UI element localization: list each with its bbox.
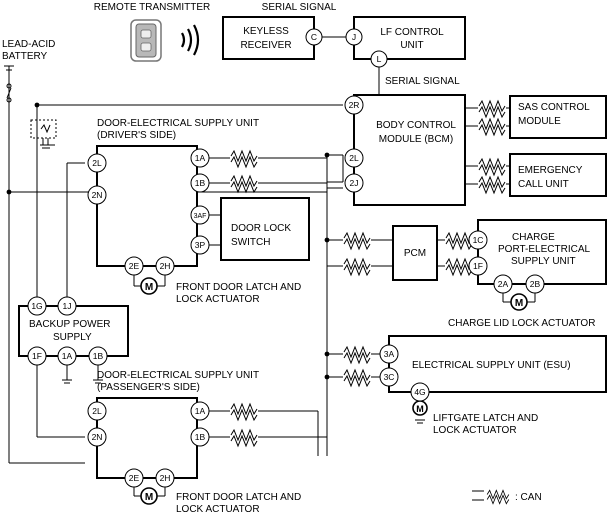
passenger-unit-label-1: DOOR-ELECTRICAL SUPPLY UNIT <box>97 370 259 381</box>
wiring <box>4 36 536 497</box>
lf-control-unit-box <box>353 16 466 60</box>
svg-text:1A: 1A <box>195 406 206 416</box>
svg-text:C: C <box>311 32 317 42</box>
passenger-door-motor-icon: M <box>140 487 158 505</box>
sas-label-1: SAS CONTROL <box>518 102 590 113</box>
backup-label-1: BACKUP POWER <box>29 319 111 330</box>
svg-text:2N: 2N <box>92 432 103 442</box>
lf-label-2: UNIT <box>400 40 423 51</box>
svg-text:2E: 2E <box>129 473 140 483</box>
svg-text:1F: 1F <box>32 351 42 361</box>
svg-text:1B: 1B <box>195 178 206 188</box>
charge-lid-motor-icon: M <box>510 293 528 311</box>
svg-text:M: M <box>416 404 424 414</box>
sas-control-module-box <box>509 95 607 139</box>
ecall-label-1: EMERGENCY <box>518 165 583 176</box>
door-lock-label-2: SWITCH <box>231 237 270 248</box>
charge-lid-label: CHARGE LID LOCK ACTUATOR <box>448 318 595 329</box>
lf-label-1: LF CONTROL <box>380 27 444 38</box>
emergency-call-unit-box <box>509 153 607 197</box>
charge-port-unit-box <box>477 219 607 285</box>
svg-text:2H: 2H <box>160 473 171 483</box>
svg-text:2N: 2N <box>92 190 103 200</box>
svg-text:2E: 2E <box>129 261 140 271</box>
svg-text:2H: 2H <box>160 261 171 271</box>
junction-dots <box>6 102 330 380</box>
front-door-latch-1-label-1: FRONT DOOR LATCH AND <box>176 282 301 293</box>
battery-label-1: LEAD-ACID <box>2 39 55 50</box>
driver-door-unit-box <box>96 145 198 267</box>
connector-pins: C J L 2R 2L 2J 2L 2N 1A 1B 3AF 3P 2E 2H … <box>27 28 545 488</box>
keyless-label-1: KEYLESS <box>243 26 289 37</box>
signal-waves-icon <box>181 24 200 56</box>
charge-label-3: SUPPLY UNIT <box>511 256 576 267</box>
driver-unit-label-2: (DRIVER'S SIDE) <box>97 130 176 141</box>
keyless-label-2: RECEIVER <box>240 40 291 51</box>
backup-label-2: SUPPLY <box>53 332 92 343</box>
svg-text:3P: 3P <box>195 240 206 250</box>
pcm-box <box>392 225 438 281</box>
svg-text:J: J <box>352 32 356 42</box>
svg-text:1C: 1C <box>473 235 484 245</box>
charge-label-2: PORT-ELECTRICAL <box>498 244 590 255</box>
esu-box <box>388 335 607 393</box>
svg-text:3A: 3A <box>384 349 395 359</box>
svg-text:2R: 2R <box>349 100 360 110</box>
remote-transmitter-icon <box>130 19 162 62</box>
esu-label: ELECTRICAL SUPPLY UNIT (ESU) <box>412 360 571 371</box>
passenger-unit-label-2: (PASSENGER'S SIDE) <box>97 382 200 393</box>
liftgate-label-1: LIFTGATE LATCH AND <box>433 413 538 424</box>
door-lock-switch-box <box>220 197 310 261</box>
legend-label: : CAN <box>515 492 542 503</box>
svg-text:2L: 2L <box>349 153 359 163</box>
svg-text:1B: 1B <box>195 432 206 442</box>
ecall-label-2: CALL UNIT <box>518 179 569 190</box>
serial-signal-top: SERIAL SIGNAL <box>262 2 337 13</box>
bcm-label-2: MODULE (BCM) <box>379 134 453 145</box>
passenger-door-unit-box <box>96 397 198 479</box>
svg-text:2L: 2L <box>92 406 102 416</box>
svg-text:2J: 2J <box>350 178 359 188</box>
bcm-label-1: BODY CONTROL <box>376 120 456 131</box>
liftgate-motor-icon: M <box>412 400 428 416</box>
can-legend: : CAN <box>472 489 542 505</box>
serial-signal-mid: SERIAL SIGNAL <box>385 76 460 87</box>
pcm-label: PCM <box>404 248 426 259</box>
charge-label-1: CHARGE <box>512 232 555 243</box>
driver-unit-label-1: DOOR-ELECTRICAL SUPPLY UNIT <box>97 118 259 129</box>
svg-text:2A: 2A <box>498 279 509 289</box>
sas-label-2: MODULE <box>518 116 561 127</box>
svg-text:1G: 1G <box>31 301 42 311</box>
battery-label-2: BATTERY <box>2 51 48 62</box>
svg-text:M: M <box>145 282 153 293</box>
svg-text:2L: 2L <box>92 158 102 168</box>
svg-text:3C: 3C <box>384 372 395 382</box>
front-door-latch-1-label-2: LOCK ACTUATOR <box>176 294 260 305</box>
keyless-receiver-box <box>222 16 315 60</box>
remote-label: REMOTE TRANSMITTER <box>94 2 210 13</box>
svg-text:4G: 4G <box>414 387 425 397</box>
bcm-box <box>353 94 466 206</box>
front-door-latch-2-label-2: LOCK ACTUATOR <box>176 504 260 515</box>
svg-text:1F: 1F <box>473 261 483 271</box>
svg-text:M: M <box>515 298 523 309</box>
door-lock-label-1: DOOR LOCK <box>231 223 291 234</box>
driver-door-motor-icon: M <box>140 277 158 295</box>
front-door-latch-2-label-1: FRONT DOOR LATCH AND <box>176 492 301 503</box>
svg-text:1A: 1A <box>62 351 73 361</box>
svg-text:1A: 1A <box>195 153 206 163</box>
svg-text:1J: 1J <box>63 301 72 311</box>
svg-text:3AF: 3AF <box>194 213 207 220</box>
relay-icon <box>30 119 57 139</box>
svg-text:M: M <box>145 492 153 503</box>
svg-text:2B: 2B <box>530 279 541 289</box>
svg-text:L: L <box>377 54 382 64</box>
liftgate-label-2: LOCK ACTUATOR <box>433 425 517 436</box>
svg-text:1B: 1B <box>93 351 104 361</box>
